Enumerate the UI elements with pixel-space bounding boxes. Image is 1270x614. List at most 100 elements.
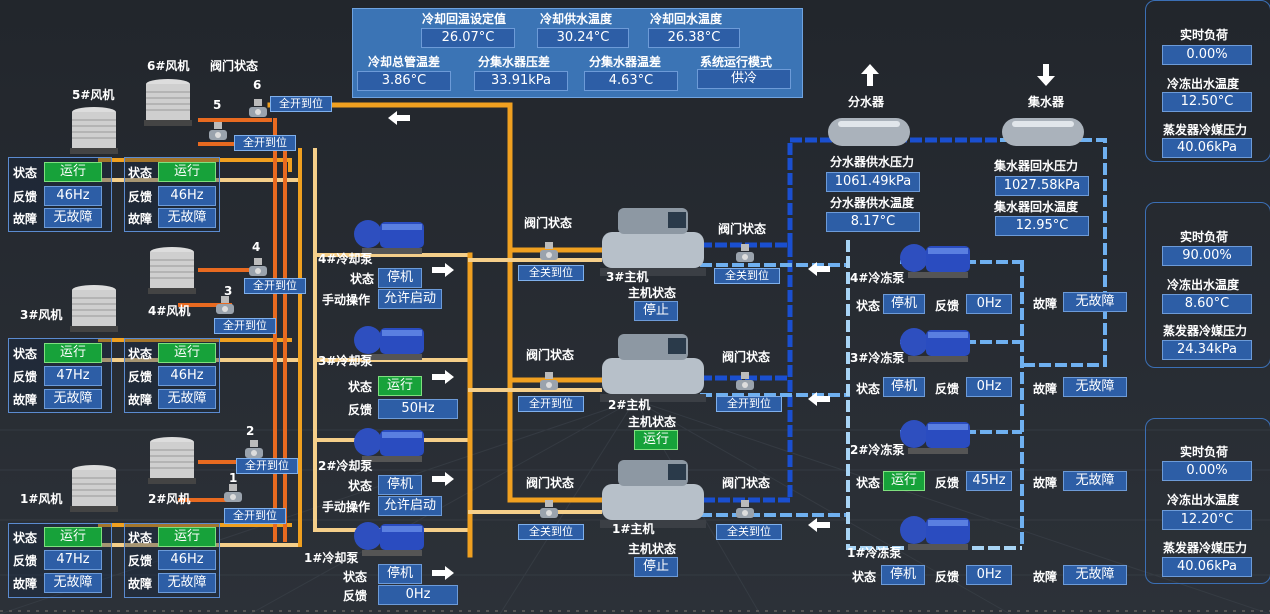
chiller-2-valve-right-state[interactable]: 全开到位 — [716, 396, 782, 412]
chiller-1-valve-left-state[interactable]: 全关到位 — [518, 524, 584, 540]
chilled-pump-4-fault: 无故障 — [1063, 292, 1127, 312]
fan-4-feedback: 46Hz — [158, 366, 216, 386]
fan-1-name: 1#风机 — [20, 492, 63, 506]
manifold-pressure-diff-label: 分集水器压差 — [478, 55, 551, 69]
valve-2-state[interactable]: 全开到位 — [236, 458, 298, 474]
valve-5-state[interactable]: 全开到位 — [234, 135, 296, 151]
flow-arrow-right-icon — [432, 566, 454, 580]
valve-2-number: 2 — [246, 424, 255, 438]
valve-icon[interactable] — [538, 372, 560, 394]
flow-arrow-right-icon — [432, 263, 454, 277]
chiller-3-valve-right-state[interactable]: 全关到位 — [714, 268, 780, 284]
cooling-pump-2-manual[interactable]: 允许启动 — [378, 496, 442, 516]
chilled-pump-3-status-label: 状态 — [856, 382, 881, 396]
valve-icon[interactable] — [247, 99, 269, 121]
fan-2-feedback-label: 反馈 — [128, 554, 153, 568]
cooling-return-setpoint-label: 冷却回温设定值 — [422, 12, 507, 26]
valve-4-state[interactable]: 全开到位 — [244, 278, 306, 294]
fan-4-name: 4#风机 — [148, 304, 191, 318]
flow-arrow-left-icon — [808, 392, 830, 406]
fan-4-feedback-label: 反馈 — [128, 370, 153, 384]
panel-2-load: 90.00% — [1162, 246, 1252, 266]
chilled-pump-4-status-label: 状态 — [856, 299, 881, 313]
chilled-pump-3-status: 停机 — [883, 377, 925, 397]
valve-icon[interactable] — [222, 484, 244, 506]
chiller-icon — [600, 208, 706, 276]
valve-1-state[interactable]: 全开到位 — [224, 508, 286, 524]
cooling-return-temp-label: 冷却回水温度 — [650, 12, 723, 26]
fan-4-status-label: 状态 — [128, 347, 153, 361]
cooling-supply-temp-value: 30.24°C — [537, 28, 629, 48]
valve-icon[interactable] — [538, 242, 560, 264]
chilled-pump-1-fault: 无故障 — [1063, 565, 1127, 585]
chiller-2-info-panel — [1145, 202, 1270, 368]
cooling-pump-3-feedback: 50Hz — [378, 399, 458, 419]
return-pressure-value: 1027.58kPa — [995, 176, 1089, 196]
fan-5-fault-label: 故障 — [13, 212, 38, 226]
chilled-pump-1-feedback-label: 反馈 — [935, 570, 960, 584]
chiller-1-valve-right-state[interactable]: 全关到位 — [716, 524, 782, 540]
return-temp-label: 集水器回水温度 — [994, 200, 1079, 214]
valve-6-state[interactable]: 全开到位 — [270, 96, 332, 112]
chiller-3-info-panel — [1145, 0, 1270, 162]
fan-3-fault-label: 故障 — [13, 393, 38, 407]
valve-icon[interactable] — [734, 372, 756, 394]
chilled-pump-3-name: 3#冷冻泵 — [850, 351, 905, 365]
pump-icon — [900, 328, 970, 362]
panel-2-out-temp: 8.60°C — [1162, 294, 1252, 314]
panel-2-pressure: 24.34kPa — [1162, 340, 1252, 360]
pump-icon — [900, 420, 970, 454]
chiller-3-state-label: 主机状态 — [628, 286, 677, 300]
valve-6-number: 6 — [253, 78, 262, 92]
valve-1-number: 1 — [229, 471, 238, 485]
chilled-pump-2-status: 运行 — [883, 471, 925, 491]
valve-icon[interactable] — [538, 500, 560, 522]
valve-icon[interactable] — [243, 440, 265, 462]
fan-4-status: 运行 — [158, 343, 216, 363]
fan-5-feedback-label: 反馈 — [13, 190, 38, 204]
fan-3-feedback-label: 反馈 — [13, 370, 38, 384]
pump-icon — [900, 244, 970, 278]
fan-2-status: 运行 — [158, 527, 216, 547]
system-mode-value: 供冷 — [697, 69, 791, 89]
fan-1-status: 运行 — [44, 527, 102, 547]
chilled-pump-3-fault: 无故障 — [1063, 377, 1127, 397]
valve-icon[interactable] — [247, 258, 269, 280]
cooling-pump-3-status-label: 状态 — [348, 380, 373, 394]
cooling-pump-4-status-label: 状态 — [350, 272, 375, 286]
fan-3-fault: 无故障 — [44, 389, 102, 409]
valve-icon[interactable] — [207, 122, 229, 144]
chiller-3-state: 停止 — [634, 301, 678, 321]
valve-3-number: 3 — [224, 284, 233, 298]
manifold-temp-diff-value: 4.63°C — [584, 71, 678, 91]
tower-valve-status-label: 阀门状态 — [210, 59, 259, 73]
cooling-pump-2-status-label: 状态 — [348, 479, 373, 493]
panel-3-out-temp: 12.20°C — [1162, 510, 1252, 530]
chiller-2-valve-left-state[interactable]: 全开到位 — [518, 396, 584, 412]
chilled-pump-2-fault-label: 故障 — [1033, 476, 1058, 490]
cooling-return-setpoint-value: 26.07°C — [421, 28, 515, 48]
valve-icon[interactable] — [734, 244, 756, 266]
panel-1-load: 0.00% — [1162, 45, 1252, 65]
valve-icon[interactable] — [214, 296, 236, 318]
chiller-2-name: 2#主机 — [608, 398, 651, 412]
valve-icon[interactable] — [734, 500, 756, 522]
cooling-pump-4-manual[interactable]: 允许启动 — [378, 289, 442, 309]
fan-6-fault: 无故障 — [158, 208, 216, 228]
panel-3-pressure: 40.06kPa — [1162, 557, 1252, 577]
fan-5-fault: 无故障 — [44, 208, 102, 228]
fan-5-name: 5#风机 — [72, 88, 115, 102]
chiller-1-name: 1#主机 — [612, 522, 655, 536]
panel-1-load-label: 实时负荷 — [1180, 28, 1229, 42]
flow-arrow-left-icon — [808, 262, 830, 276]
fan-3-status-label: 状态 — [13, 347, 38, 361]
fan-1-feedback-label: 反馈 — [13, 554, 38, 568]
return-manifold-name: 集水器 — [1028, 95, 1065, 109]
chiller-3-valve-left-state[interactable]: 全关到位 — [518, 265, 584, 281]
chiller-3-valve-left-label: 阀门状态 — [524, 216, 573, 230]
chiller-3-name: 3#主机 — [606, 270, 649, 284]
system-mode-label: 系统运行模式 — [700, 55, 773, 69]
cooling-tower-icon — [148, 437, 196, 484]
valve-3-state[interactable]: 全开到位 — [214, 318, 276, 334]
cooling-pump-2-status: 停机 — [378, 475, 422, 495]
